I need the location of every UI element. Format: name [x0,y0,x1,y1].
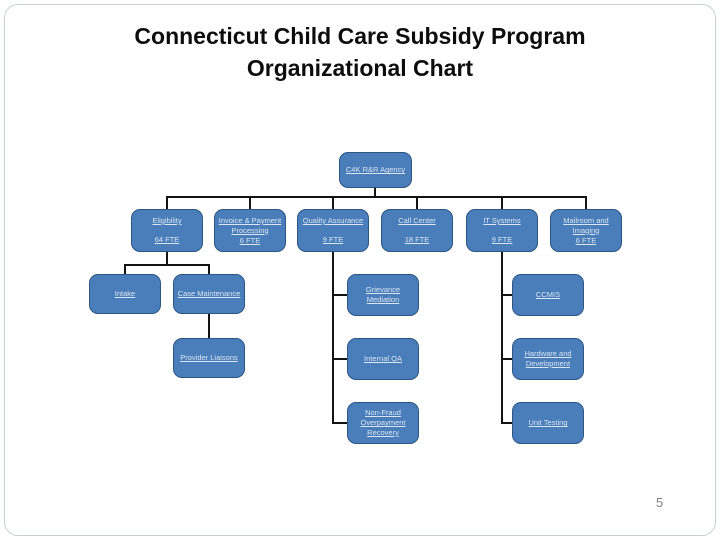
connector-stub-ccmis [501,294,512,296]
connector-drop-eligibility [166,196,168,209]
connector-drop-quality [332,196,334,209]
org-node-fte: 64 FTE [154,235,180,245]
org-node-fte: 6 FTE [239,235,261,245]
org-node-label: Quality Assurance [302,216,364,225]
slide-title-line1: Connecticut Child Care Subsidy Program [134,23,586,49]
org-node-grievance-mediation: Grievance Mediation [347,274,419,316]
connector-drop-invoice [249,196,251,209]
org-node-quality-assurance: Quality Assurance 9 FTE [297,209,369,252]
org-node-label: Case Maintenance [177,289,241,299]
org-node-label: Hardware and Development [524,349,572,368]
connector-stub-hardware [501,358,512,360]
connector-itsystems-spine [501,252,503,424]
org-node-provider-liaisons: Provider Liaisons [173,338,245,378]
connector-level2-bus [166,196,587,198]
org-node-invoice-payment-processing: Invoice & Payment Processing 6 FTE [214,209,286,252]
org-node-ccmis: CCMIS [512,274,584,316]
org-node-it-systems: IT Systems 9 FTE [466,209,538,252]
org-node-label: Intake [114,289,136,299]
org-node-label: CCMIS [535,290,561,300]
connector-drop-itsystems [501,196,503,209]
org-node-root: C4K R&R Agency [339,152,412,188]
org-node-label: Grievance Mediation [365,285,401,304]
org-node-hardware-development: Hardware and Development [512,338,584,380]
connector-drop-casemaint [208,264,210,274]
connector-drop-callcenter [416,196,418,209]
slide-title: Connecticut Child Care Subsidy Program O… [0,20,720,84]
connector-root-drop [374,188,376,198]
connector-drop-intake [124,264,126,274]
org-node-mailroom-imaging: Mailroom and Imaging 6 FTE [550,209,622,252]
org-node-label: Invoice & Payment Processing [218,216,282,235]
connector-stub-grievance [332,294,347,296]
org-node-label: Unit Testing [528,418,568,428]
page-number: 5 [656,495,664,510]
connector-stub-internalqa [332,358,347,360]
org-node-fte: 9 FTE [491,235,513,245]
org-node-intake: Intake [89,274,161,314]
connector-quality-spine [332,252,334,424]
connector-casemaint-provider [208,314,210,338]
org-node-nonfraud-overpayment-recovery: Non-Fraud Overpayment Recovery [347,402,419,444]
connector-eligibility-bus [124,264,210,266]
slide-title-line2: Organizational Chart [246,55,474,81]
org-node-label: Call Center [398,216,436,225]
org-node-fte: 9 FTE [322,235,344,245]
org-node-label: Internal QA [364,354,402,364]
org-node-label: Provider Liaisons [180,353,238,363]
connector-drop-mailroom [585,196,587,209]
org-node-internal-qa: Internal QA [347,338,419,380]
org-node-call-center: Call Center 18 FTE [381,209,453,252]
org-node-fte: 18 FTE [404,235,430,245]
org-node-unit-testing: Unit Testing [512,402,584,444]
org-node-label: IT Systems [483,216,521,225]
org-node-fte: 6 FTE [575,235,597,245]
connector-stub-nonfraud [332,422,347,424]
org-node-label: Mailroom and Imaging [563,216,609,235]
org-node-label: Eligibility [152,216,182,225]
connector-stub-unittesting [501,422,512,424]
connector-eligibility-down [166,252,168,265]
org-node-label: C4K R&R Agency [345,165,406,175]
org-node-eligibility: Eligibility 64 FTE [131,209,203,252]
org-node-case-maintenance: Case Maintenance [173,274,245,314]
org-node-label: Non-Fraud Overpayment Recovery [360,408,406,437]
